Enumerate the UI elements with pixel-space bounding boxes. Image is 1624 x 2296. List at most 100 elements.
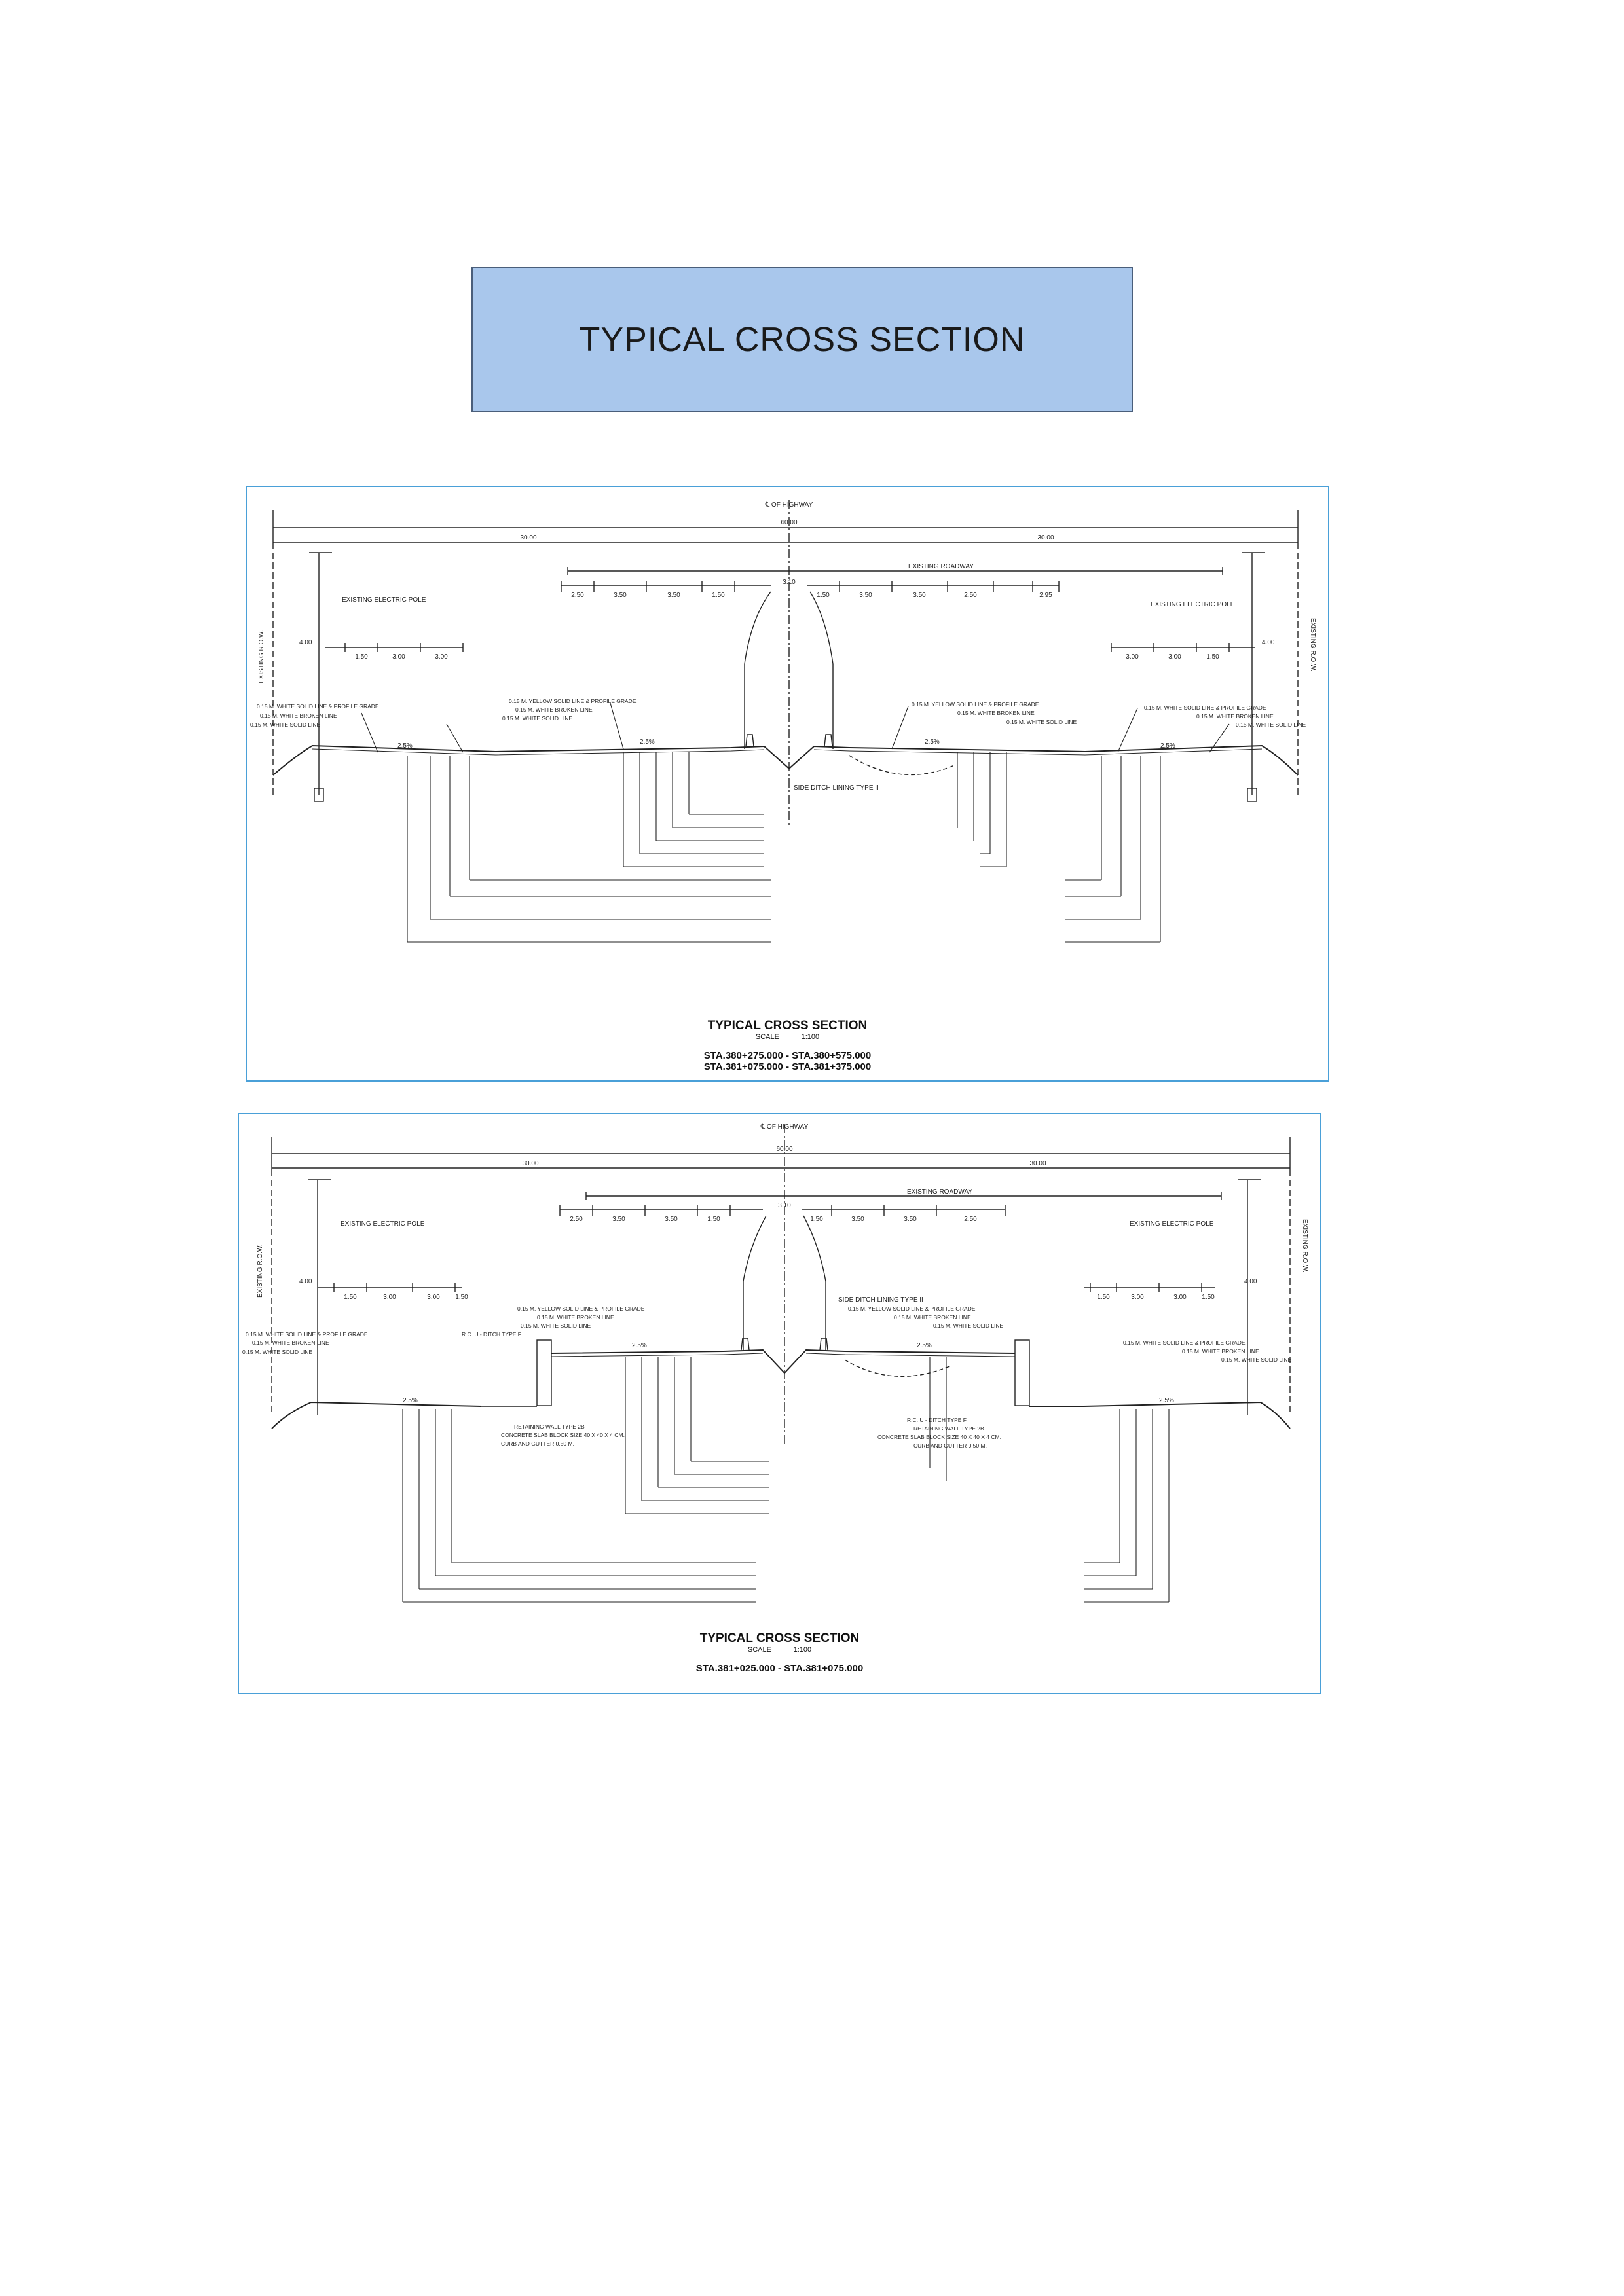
- marking-callout: 0.15 M. WHITE SOLID LINE & PROFILE GRADE: [257, 703, 379, 710]
- scale-row: SCALE 1:100: [247, 1033, 1328, 1041]
- scale-value: 1:100: [793, 1646, 812, 1654]
- wall-callout: RETAINING WALL TYPE 2B: [514, 1423, 585, 1430]
- row-right-label: EXISTING R.O.W.: [1301, 1219, 1308, 1273]
- marking-callout: 0.15 M. WHITE SOLID LINE: [1221, 1357, 1292, 1363]
- marking-callout: 0.15 M. WHITE BROKEN LINE: [894, 1314, 971, 1321]
- dim-label: 1.50: [707, 1216, 720, 1223]
- half-width-left: 30.00: [522, 1160, 538, 1167]
- wall-callout: CONCRETE SLAB BLOCK SIZE 40 X 40 X 4 CM.: [877, 1434, 1001, 1440]
- page-title: TYPICAL CROSS SECTION: [579, 321, 1025, 359]
- marking-callout: 0.15 M. WHITE BROKEN LINE: [1182, 1348, 1259, 1355]
- station-range: STA.381+025.000 - STA.381+075.000: [695, 1663, 864, 1674]
- cross-section-drawing-2: ℄ OF HIGHWAY 60.00 30.00 30.00 EXISTING …: [242, 1123, 1308, 1603]
- dim-label: 1.50: [1206, 653, 1219, 661]
- marking-callout: 0.15 M. WHITE SOLID LINE: [1236, 721, 1306, 728]
- dim-label: 1.50: [712, 592, 725, 599]
- median-width-label: 3.10: [783, 579, 796, 586]
- marking-callout: 0.15 M. WHITE SOLID LINE: [521, 1322, 591, 1329]
- dim-label: 4.00: [299, 1278, 312, 1285]
- wall-callout: RETAINING WALL TYPE 2B: [913, 1425, 984, 1432]
- slope-label: 2.5%: [397, 742, 413, 750]
- dim-label: 3.00: [1126, 653, 1139, 661]
- wall-callout: CURB AND GUTTER 0.50 M.: [913, 1442, 987, 1449]
- marking-callout: 0.15 M. WHITE SOLID LINE & PROFILE GRADE: [1144, 704, 1266, 711]
- electric-pole-right-label: EXISTING ELECTRIC POLE: [1130, 1220, 1214, 1228]
- dim-label: 3.50: [667, 592, 680, 599]
- slope-label: 2.5%: [1159, 1397, 1174, 1404]
- median-width-label: 3.10: [778, 1202, 791, 1209]
- dim-label: 3.00: [427, 1294, 440, 1301]
- total-width-label: 60.00: [781, 519, 797, 526]
- dim-label: 1.50: [817, 592, 830, 599]
- dim-label: 1.50: [355, 653, 368, 661]
- dim-label: 1.50: [455, 1294, 468, 1301]
- dim-label: 3.50: [859, 592, 872, 599]
- marking-callout: 0.15 M. YELLOW SOLID LINE & PROFILE GRAD…: [509, 698, 637, 704]
- dim-label: 4.00: [1244, 1278, 1257, 1285]
- section-caption-1: TYPICAL CROSS SECTION SCALE 1:100 STA.38…: [247, 1019, 1328, 1072]
- station-range: STA.381+075.000 - STA.381+375.000: [703, 1061, 872, 1072]
- marking-callout: 0.15 M. YELLOW SOLID LINE & PROFILE GRAD…: [848, 1305, 976, 1312]
- slope-label: 2.5%: [403, 1397, 418, 1404]
- dim-label: 3.50: [913, 592, 926, 599]
- marking-callout: 0.15 M. WHITE SOLID LINE: [1006, 719, 1077, 725]
- centerline-label: ℄ OF HIGHWAY: [765, 501, 813, 509]
- dim-label: 3.00: [1168, 653, 1181, 661]
- marking-callout: 0.15 M. WHITE BROKEN LINE: [957, 710, 1035, 716]
- centerline-label: ℄ OF HIGHWAY: [760, 1123, 809, 1131]
- marking-callout: 0.15 M. WHITE SOLID LINE & PROFILE GRADE: [1123, 1339, 1246, 1346]
- electric-pole-left-label: EXISTING ELECTRIC POLE: [342, 596, 426, 604]
- section-caption-title: TYPICAL CROSS SECTION: [707, 1019, 868, 1032]
- dim-label: 1.50: [810, 1216, 823, 1223]
- slope-label: 2.5%: [1160, 742, 1175, 750]
- marking-callout: 0.15 M. WHITE SOLID LINE: [242, 1349, 313, 1355]
- dim-label: 3.50: [614, 592, 627, 599]
- cross-section-panel-2: ℄ OF HIGHWAY 60.00 30.00 30.00 EXISTING …: [238, 1113, 1321, 1694]
- half-width-right: 30.00: [1029, 1160, 1046, 1167]
- dim-label: 3.50: [851, 1216, 864, 1223]
- wall-callout: R.C. U - DITCH TYPE F: [907, 1417, 967, 1423]
- slope-label: 2.5%: [925, 738, 940, 746]
- electric-pole-right-label: EXISTING ELECTRIC POLE: [1151, 601, 1235, 608]
- marking-callout: 0.15 M. WHITE BROKEN LINE: [252, 1339, 329, 1346]
- existing-roadway-label: EXISTING ROADWAY: [908, 563, 974, 570]
- dim-label: 3.00: [392, 653, 405, 661]
- marking-callout: 0.15 M. WHITE BROKEN LINE: [260, 712, 337, 719]
- cross-section-drawing-1: ℄ OF HIGHWAY 60.00 30.00 30.00 EXISTING …: [250, 500, 1316, 943]
- marking-callout: 0.15 M. WHITE SOLID LINE: [933, 1322, 1004, 1329]
- marking-callout: 0.15 M. YELLOW SOLID LINE & PROFILE GRAD…: [912, 701, 1039, 708]
- dim-label: 2.50: [964, 1216, 977, 1223]
- row-left-label: EXISTING R.O.W.: [257, 1244, 264, 1298]
- section-caption-2: TYPICAL CROSS SECTION SCALE 1:100 STA.38…: [239, 1631, 1320, 1674]
- dim-label: 2.50: [964, 592, 977, 599]
- scale-value: 1:100: [801, 1033, 820, 1041]
- marking-callout: 0.15 M. WHITE BROKEN LINE: [515, 706, 593, 713]
- cross-section-panel-1: ℄ OF HIGHWAY 60.00 30.00 30.00 EXISTING …: [246, 486, 1329, 1082]
- wall-callout: CURB AND GUTTER 0.50 M.: [501, 1440, 574, 1447]
- dim-label: 2.50: [571, 592, 584, 599]
- half-width-left: 30.00: [520, 534, 536, 541]
- marking-callout: 0.15 M. WHITE SOLID LINE: [502, 715, 573, 721]
- marking-callout: 0.15 M. WHITE SOLID LINE: [250, 721, 321, 728]
- dim-label: 3.00: [1131, 1294, 1144, 1301]
- marking-callout: 0.15 M. WHITE BROKEN LINE: [1196, 713, 1274, 720]
- ditch-label: SIDE DITCH LINING TYPE II: [794, 784, 879, 792]
- dim-label: 3.50: [904, 1216, 917, 1223]
- marking-callout: 0.15 M. YELLOW SOLID LINE & PROFILE GRAD…: [517, 1305, 645, 1312]
- dim-label: 2.95: [1039, 592, 1052, 599]
- page-title-box: TYPICAL CROSS SECTION: [471, 267, 1133, 412]
- marking-callout: R.C. U - DITCH TYPE F: [462, 1331, 521, 1338]
- half-width-right: 30.00: [1037, 534, 1054, 541]
- dim-label: 3.00: [1173, 1294, 1187, 1301]
- scale-row: SCALE 1:100: [239, 1646, 1320, 1654]
- section-caption-title: TYPICAL CROSS SECTION: [699, 1631, 860, 1645]
- dim-label: 1.50: [344, 1294, 357, 1301]
- total-width-label: 60.00: [776, 1146, 792, 1153]
- dim-label: 3.00: [383, 1294, 396, 1301]
- ditch-label: SIDE DITCH LINING TYPE II: [838, 1296, 923, 1303]
- dim-label: 2.50: [570, 1216, 583, 1223]
- dim-label: 3.50: [665, 1216, 678, 1223]
- dim-label: 1.50: [1202, 1294, 1215, 1301]
- electric-pole-left-label: EXISTING ELECTRIC POLE: [341, 1220, 425, 1228]
- dim-label: 3.50: [612, 1216, 625, 1223]
